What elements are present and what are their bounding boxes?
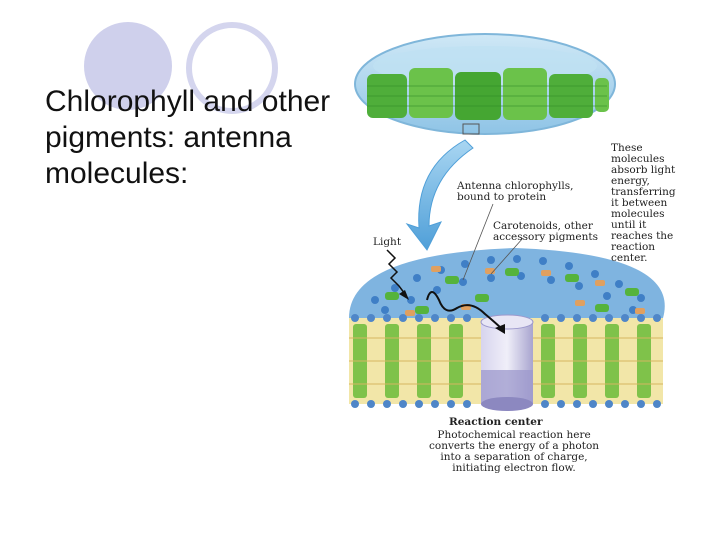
label-carotenoids: Carotenoids, other accessory pigments (493, 220, 598, 243)
thylakoid-membrane (349, 248, 665, 411)
label-reaction-center-title: Reaction center (449, 416, 543, 428)
label-these-molecules: These molecules absorb light energy, tra… (611, 142, 676, 264)
decorative-circle-ring (186, 22, 278, 114)
light-ray-arrow (386, 249, 406, 295)
label-reaction-center-desc: Photochemical reaction here converts the… (429, 429, 600, 474)
chloroplast (354, 33, 616, 135)
slide-title: Chlorophyll and other pigments: antenna … (45, 85, 331, 190)
decorative-circle-filled (84, 22, 172, 110)
zoom-box (462, 123, 480, 135)
photosystem-illustration (349, 33, 665, 411)
energy-transfer-path (426, 291, 504, 331)
zoom-arrow (405, 139, 474, 251)
label-leader-lines (462, 203, 524, 281)
reaction-center-cylinder (480, 314, 534, 411)
photosystem-figure: These molecules absorb light energy, tra… (345, 18, 685, 493)
label-light: Light (373, 236, 402, 248)
thylakoid-stacks (367, 68, 609, 120)
antenna-molecule-dots (371, 255, 645, 314)
label-antenna-chlorophylls: Antenna chlorophylls, bound to protein (457, 180, 574, 203)
antenna-chlorophyll-patches (385, 268, 639, 314)
carotenoid-patches (405, 266, 645, 316)
